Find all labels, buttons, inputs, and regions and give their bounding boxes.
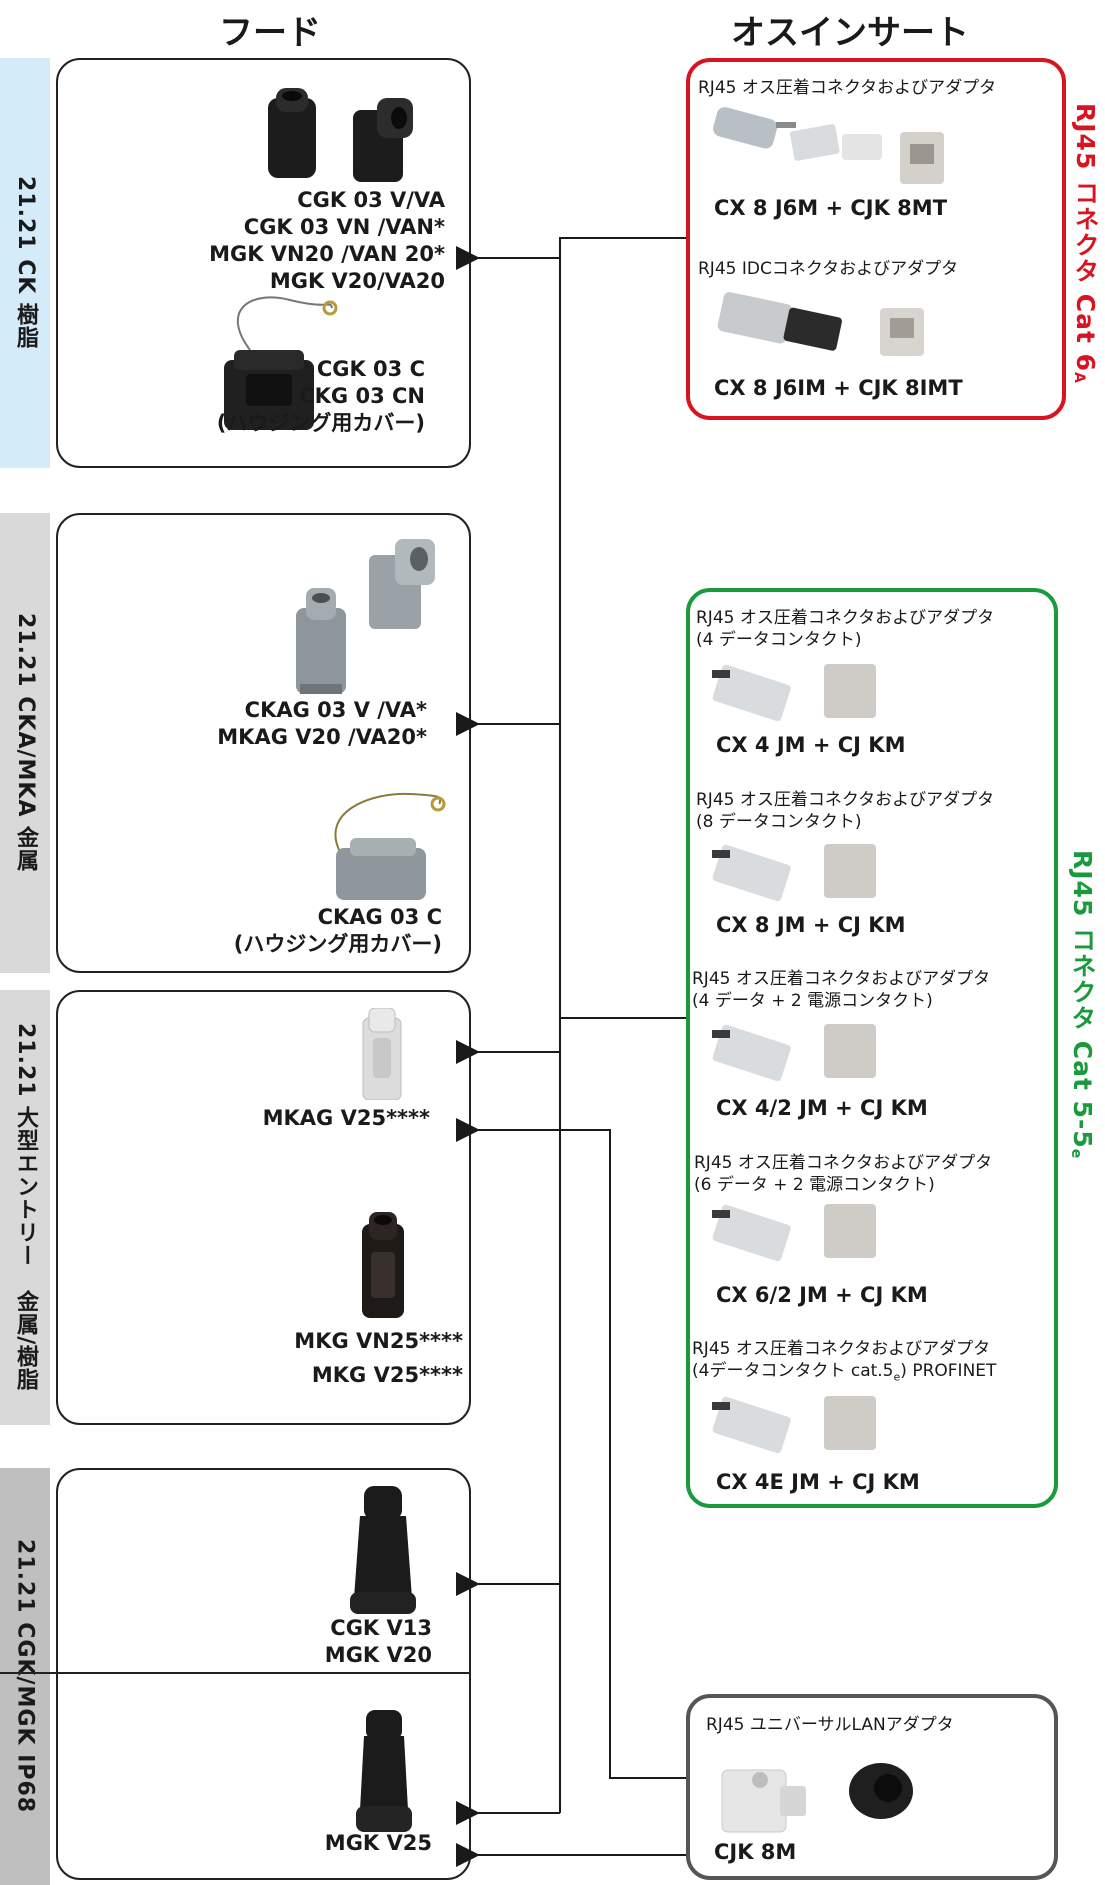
cka-main-labels: CKAG 03 V /VA* MKAG V20 /VA20* bbox=[217, 698, 427, 749]
cat6a-item-2-desc: RJ45 IDCコネクタおよびアダプタ bbox=[698, 259, 959, 279]
side-band-ck bbox=[0, 58, 50, 468]
lan-adapter-desc: RJ45 ユニバーサルLANアダプタ bbox=[706, 1715, 954, 1735]
cat5e-item-4-code: CX 6/2 JM + CJ KM bbox=[716, 1283, 928, 1307]
cat5e-item-1-image bbox=[712, 664, 876, 722]
male-insert-header: オスインサート bbox=[731, 13, 969, 53]
ip68-a-labels: CGK V13 MGK V20 bbox=[324, 1616, 432, 1667]
cat6a-item-2-code: CX 8 J6IM + CJK 8IMT bbox=[714, 376, 963, 400]
cka-hood-straight-image bbox=[296, 588, 346, 694]
cat6a-adapter-1-image bbox=[900, 132, 944, 184]
cat5e-side-title: RJ45 コネクタ Cat 5-5e bbox=[1068, 850, 1097, 1160]
ip68-b-label: MGK V25 bbox=[324, 1831, 432, 1855]
cat5e-item-2-image bbox=[712, 844, 876, 902]
cka-cover-labels: CKAG 03 C (ハウジング用カバー) bbox=[233, 905, 442, 956]
side-label-ck: 21.21 CK 樹脂 bbox=[13, 176, 38, 350]
lan-grommet-image bbox=[849, 1763, 913, 1819]
cat6a-item-1-code: CX 8 J6M + CJK 8MT bbox=[714, 196, 948, 220]
side-band-large bbox=[0, 990, 50, 1425]
cat6a-item-1-desc: RJ45 オス圧着コネクタおよびアダプタ bbox=[698, 78, 997, 98]
large-metal-hood-image bbox=[362, 1008, 402, 1100]
cat5e-item-2-desc: RJ45 オス圧着コネクタおよびアダプタ (8 データコンタクト) bbox=[696, 790, 995, 832]
cka-hood-angled-image bbox=[369, 539, 435, 629]
cat5e-item-3-code: CX 4/2 JM + CJ KM bbox=[716, 1096, 928, 1120]
side-label-ip68: 21.21 CGK/MGK IP68 bbox=[12, 1539, 38, 1814]
hood-header: フード bbox=[219, 13, 321, 53]
ip68-hood-v25-image bbox=[356, 1710, 412, 1832]
cat5e-item-5-desc: RJ45 オス圧着コネクタおよびアダプタ (4データコンタクト cat.5e) … bbox=[692, 1339, 997, 1384]
cat5e-item-4-image bbox=[712, 1204, 876, 1262]
ck-cover-labels: CGK 03 C CKG 03 CN (ハウジング用カバー) bbox=[216, 357, 425, 435]
cat5e-item-1-code: CX 4 JM + CJ KM bbox=[716, 733, 906, 757]
cat5e-item-2-code: CX 8 JM + CJ KM bbox=[716, 913, 906, 937]
crimp-connector-image bbox=[713, 107, 882, 161]
ck-cover-image bbox=[224, 296, 338, 430]
lan-adapter-code: CJK 8M bbox=[714, 1840, 797, 1864]
cat5e-item-3-image bbox=[712, 1024, 876, 1082]
side-band-cka bbox=[0, 513, 50, 973]
large-metal-label: MKAG V25**** bbox=[262, 1106, 430, 1130]
cat5e-item-1-desc: RJ45 オス圧着コネクタおよびアダプタ (4 データコンタクト) bbox=[696, 608, 995, 650]
cat6a-adapter-2-image bbox=[880, 308, 924, 356]
cat5e-item-3-desc: RJ45 オス圧着コネクタおよびアダプタ (4 データ + 2 電源コンタクト) bbox=[692, 969, 991, 1011]
ck-main-labels: CGK 03 V/VA CGK 03 VN /VAN* MGK VN20 /VA… bbox=[209, 188, 445, 293]
side-band-ip68 bbox=[0, 1468, 50, 1885]
ip68-divider bbox=[0, 1672, 471, 1674]
cat5e-item-4-desc: RJ45 オス圧着コネクタおよびアダプタ (6 データ + 2 電源コンタクト) bbox=[694, 1153, 993, 1195]
side-label-cka: 21.21 CKA/MKA 金属 bbox=[13, 613, 38, 873]
idc-connector-image bbox=[717, 292, 842, 351]
hood-box-large bbox=[56, 990, 471, 1425]
ck-hood-angled-image bbox=[353, 98, 413, 182]
side-label-large: 21.21 大型エントリー 金属/樹脂 bbox=[13, 1023, 38, 1392]
large-plastic-hood-image bbox=[362, 1212, 404, 1318]
ck-hood-straight-image bbox=[268, 88, 316, 178]
cka-cover-image bbox=[334, 792, 446, 900]
ip68-hood-v13-image bbox=[350, 1486, 416, 1614]
cat5e-item-5-image bbox=[712, 1396, 876, 1454]
large-plastic-labels: MKG VN25**** MKG V25**** bbox=[294, 1329, 463, 1387]
lan-adapter-image bbox=[721, 1769, 806, 1833]
cat6a-side-title: RJ45 コネクタ Cat 6A bbox=[1071, 102, 1100, 384]
cat5e-item-5-code: CX 4E JM + CJ KM bbox=[716, 1470, 920, 1494]
